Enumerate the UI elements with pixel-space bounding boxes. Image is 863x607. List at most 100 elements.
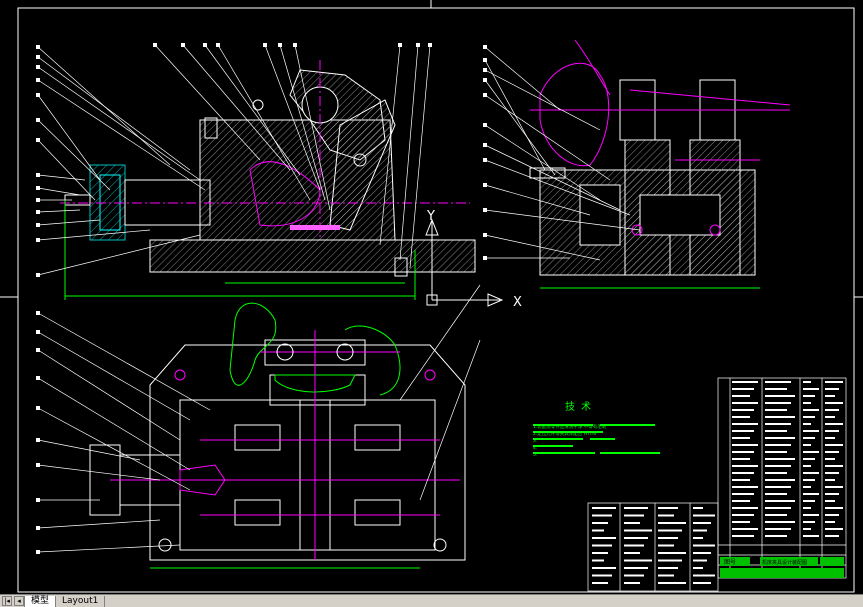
parts-list-row-mark (732, 514, 754, 516)
note-line-3: 3. (533, 438, 537, 444)
technical-notes: 技术 1.装配前零件应清洗干净 不得有毛刺 2.定位元件与夹具体配合 H7/r6… (533, 400, 660, 458)
parts-list-row-mark (765, 444, 791, 446)
parts-list-row-mark (732, 507, 758, 509)
signature-row-mark (624, 507, 648, 509)
parts-list-row-mark (765, 416, 795, 418)
signature-row-mark (624, 574, 644, 577)
parts-list-row-mark (825, 409, 839, 411)
signature-row-mark (693, 514, 715, 517)
parts-list (587, 377, 847, 592)
parts-list-rows (592, 381, 843, 584)
signature-row-mark (592, 552, 608, 554)
signature-row-mark (693, 582, 711, 584)
tab-model[interactable]: 模型 (24, 595, 57, 607)
parts-list-row-mark (803, 388, 819, 390)
signature-row-mark (658, 529, 682, 532)
signature-row-mark (592, 514, 612, 517)
parts-list-row-mark (803, 514, 819, 516)
parts-list-row-mark (765, 507, 791, 509)
parts-list-row-mark (825, 507, 843, 509)
parts-list-row-mark (765, 514, 787, 516)
parts-list-row-mark (825, 451, 839, 453)
parts-list-row-mark (825, 381, 843, 383)
parts-list-row-mark (732, 402, 758, 404)
parts-list-row-mark (765, 479, 795, 481)
signature-row-mark (658, 522, 686, 524)
parts-list-row-mark (765, 458, 795, 460)
parts-list-row-mark (825, 472, 839, 474)
parts-list-row-mark (765, 395, 795, 397)
signature-row-mark (624, 552, 640, 554)
parts-list-row-mark (732, 451, 754, 453)
first-tab-icon[interactable]: |◂ (2, 596, 12, 606)
parts-list-row-mark (803, 381, 811, 383)
parts-list-row-mark (803, 430, 819, 432)
parts-list-row-mark (732, 493, 754, 495)
parts-list-row-mark (825, 416, 835, 418)
parts-list-row-mark (765, 528, 791, 530)
signature-row-mark (693, 567, 703, 569)
parts-list-row-mark (765, 493, 787, 495)
parts-list-row-mark (825, 465, 843, 467)
parts-list-row-mark (825, 528, 843, 530)
layout-tab-bar: |◂ ◂ 模型 Layout1 (0, 594, 863, 607)
parts-list-row-mark (803, 479, 815, 481)
signature-row-mark (693, 559, 707, 562)
signature-row-mark (592, 574, 612, 577)
parts-list-row-mark (765, 402, 791, 404)
signature-row-mark (624, 567, 648, 569)
parts-list-row-mark (803, 535, 819, 537)
signature-row-mark (693, 544, 715, 547)
signature-row-mark (658, 567, 678, 569)
parts-list-row-mark (825, 500, 835, 502)
prev-tab-icon[interactable]: ◂ (14, 596, 24, 606)
parts-list-row-mark (732, 472, 754, 474)
parts-list-row-mark (803, 395, 815, 397)
signature-row-mark (693, 574, 715, 577)
parts-list-row-mark (803, 521, 815, 523)
parts-list-row-mark (732, 416, 750, 418)
parts-list-row-mark (765, 535, 787, 537)
signature-row-mark (592, 537, 616, 539)
parts-list-row-mark (803, 507, 811, 509)
tab-layout1[interactable]: Layout1 (56, 595, 106, 607)
cad-drawing-canvas[interactable]: Y X (0, 0, 863, 594)
parts-list-row-mark (803, 409, 819, 411)
notes-title: 技术 (565, 400, 597, 413)
parts-list-row-mark (825, 493, 839, 495)
parts-list-row-mark (732, 465, 758, 467)
parts-list-row-mark (803, 444, 811, 446)
signature-row-mark (624, 582, 640, 584)
parts-list-row-mark (765, 409, 787, 411)
signature-row-mark (624, 537, 648, 539)
signature-row-mark (693, 529, 707, 532)
parts-list-row-mark (732, 423, 758, 425)
signature-row-mark (624, 514, 644, 517)
signature-row-mark (592, 529, 604, 532)
parts-list-row-mark (803, 486, 811, 488)
parts-list-row-mark (732, 437, 750, 439)
parts-list-row-mark (732, 479, 750, 481)
parts-list-row-mark (825, 430, 839, 432)
parts-list-row-mark (732, 444, 758, 446)
signature-row-mark (592, 559, 604, 562)
parts-list-row-mark (803, 500, 815, 502)
title-block-part-name: 机床夹具设计装配图 (762, 559, 807, 566)
note-line-5: 5. (533, 452, 537, 458)
signature-row-mark (624, 522, 640, 524)
parts-list-row-mark (765, 430, 787, 432)
parts-list-row-mark (803, 458, 815, 460)
parts-list-row-mark (803, 528, 811, 530)
parts-list-row-mark (825, 479, 835, 481)
parts-list-row-mark (765, 472, 787, 474)
signature-row-mark (592, 522, 608, 524)
signature-row-mark (658, 574, 674, 577)
parts-list-row-mark (825, 395, 835, 397)
top-view (36, 284, 481, 569)
signature-row-mark (658, 537, 678, 539)
signature-row-mark (693, 537, 703, 539)
parts-list-row-mark (765, 451, 787, 453)
parts-list-row-mark (732, 395, 750, 397)
parts-list-row-mark (765, 437, 795, 439)
parts-list-row-mark (803, 423, 811, 425)
